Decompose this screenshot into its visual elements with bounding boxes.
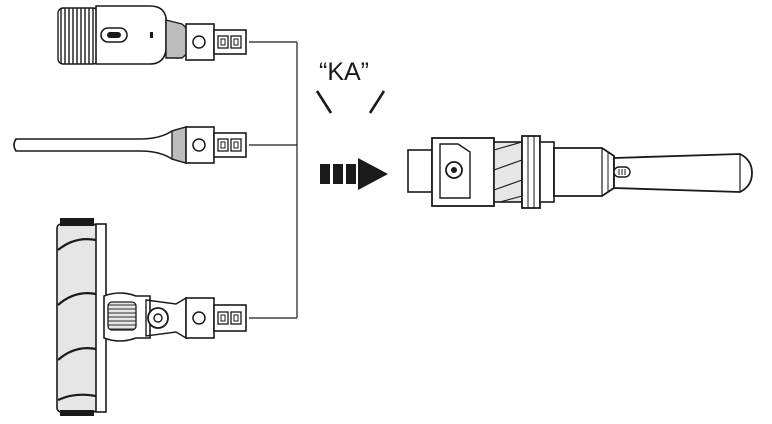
- click-sound-text: “KA”: [319, 58, 369, 86]
- brush-bristles: [57, 7, 99, 65]
- motorized-floor-head-attachment: [56, 218, 247, 416]
- brush-head-body: [95, 5, 167, 65]
- click-mark-right: [368, 90, 386, 114]
- floor-head-connector: [185, 297, 247, 339]
- vacuum-cyclone-section: [493, 135, 555, 209]
- crevice-nozzle: [13, 125, 187, 165]
- click-sound-callout: “KA”: [315, 58, 386, 114]
- floor-head-joint: [103, 292, 187, 342]
- dusting-brush-attachment: [57, 5, 247, 65]
- crevice-connector: [185, 126, 247, 164]
- insertion-direction-arrow: [320, 158, 388, 190]
- handheld-vacuum-body: [407, 135, 753, 209]
- vacuum-handle: [613, 153, 753, 193]
- crevice-collar: [171, 126, 187, 164]
- crevice-tool-attachment: [13, 125, 247, 165]
- floor-head-roller: [56, 218, 98, 416]
- vacuum-motor-housing: [553, 147, 615, 197]
- bracket-lines: [249, 41, 298, 319]
- brush-connector: [185, 23, 247, 61]
- click-mark-left: [315, 90, 333, 114]
- vacuum-inlet-socket: [407, 137, 495, 207]
